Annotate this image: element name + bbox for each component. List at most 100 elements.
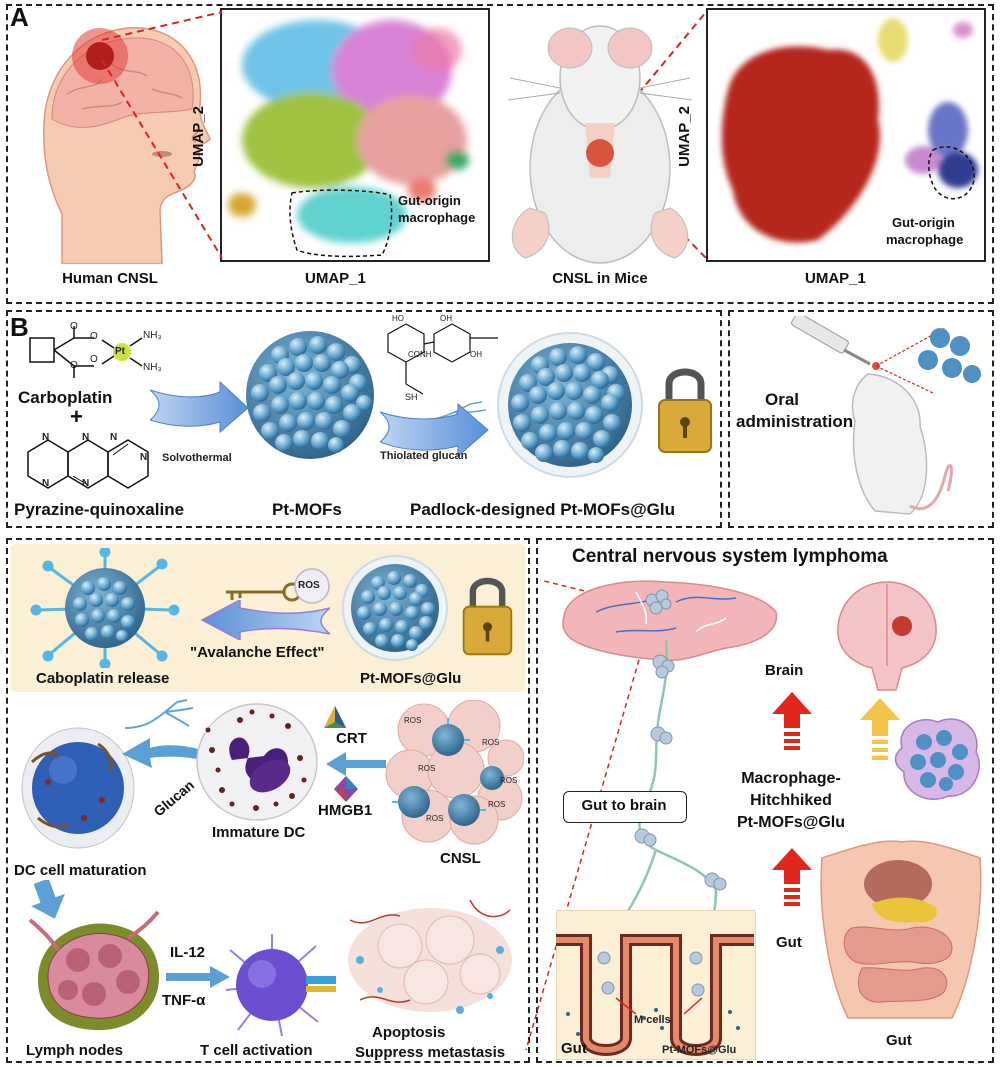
apoptosis-illustration (348, 899, 512, 1014)
gut-bottom-label: Gut (886, 1032, 912, 1049)
pt-mofs-glu-c-label: Pt-MOFs@Glu (360, 670, 462, 687)
carboplatin-o-4: O (90, 354, 98, 365)
cnsl-ros-1: ROS (404, 716, 422, 725)
glucan-oh-2: OH (470, 350, 482, 359)
padlock-icon (658, 368, 712, 453)
lymph-node-illustration (28, 910, 160, 1031)
cnsl-label: CNSL (440, 850, 481, 867)
pt-mof-glu-sphere (497, 332, 643, 478)
macrophage-mof-illustration (894, 718, 981, 801)
panel-c (6, 538, 530, 1063)
padlock-designed-label: Padlock-designed Pt-MOFs@Glu (410, 500, 675, 519)
suppress-metastasis-label: Suppress metastasis (355, 1044, 506, 1061)
mice-cnsl-label: CNSL in Mice (552, 270, 648, 287)
padlock-icon-c (462, 577, 513, 656)
avalanche-arrow-icon (200, 600, 330, 640)
mouse-brain-side-illustration (562, 580, 778, 661)
umap-mouse-gut-line2: macrophage (886, 232, 964, 247)
carboplatin-label: Carboplatin (18, 388, 113, 407)
macro-line1: Macrophage- (741, 770, 841, 787)
glucan-ho-1: HO (392, 314, 404, 323)
glucan-arrow-icon (122, 738, 202, 768)
mature-dc-cell-illustration (21, 727, 135, 849)
tnf-alpha-label: TNF-α (162, 992, 206, 1009)
pyrazine-n-1: N (42, 432, 50, 443)
pyrazine-n-4: N (82, 432, 90, 443)
umap-mouse-y-label: UMAP_2 (675, 106, 693, 167)
cnsl-ros-6: ROS (426, 814, 444, 823)
umap-human-plot (220, 8, 490, 262)
t-cell-illustration (225, 934, 336, 1037)
glucan-oh-1: OH (440, 314, 452, 323)
crt-crystal-icon (324, 706, 346, 728)
thiolated-glucan-structure-icon (387, 323, 498, 395)
panel-b-oral (728, 310, 994, 528)
immature-dc-illustration (196, 703, 318, 821)
mouse-brain-top-illustration (837, 581, 937, 691)
umap-human-gut-line1: Gut-origin (398, 193, 461, 208)
dc-maturation-label: DC cell maturation (14, 862, 147, 879)
carboplatin-o-2: O (90, 331, 98, 342)
panel-b-letter: B (10, 312, 29, 342)
macro-line2: Hitchhiked (750, 792, 832, 809)
gut-right-label: Gut (776, 934, 802, 951)
umap-mouse-gut-line1: Gut-origin (892, 215, 955, 230)
panel-b (6, 310, 722, 528)
cnsl-ros-3: ROS (418, 764, 436, 773)
crt-arrow-icon (326, 752, 386, 776)
caboplatin-release-sphere (30, 548, 180, 668)
gut-to-brain-box (563, 791, 687, 823)
gut-villi-illustration (556, 934, 754, 1056)
carboplatin-o-3: O (70, 360, 78, 371)
carboplatin-nh3-bottom: NH₃ (143, 362, 162, 373)
pyrazine-quinoxaline-structure-icon (27, 439, 149, 489)
umap-human-gut-line2: macrophage (398, 210, 476, 225)
m-cells-label: M cells (634, 1014, 671, 1026)
panel-a (6, 4, 994, 304)
cnsl-ros-4: ROS (500, 776, 518, 785)
cnsl-ros-2: ROS (482, 738, 500, 747)
ros-bubble-label: ROS (298, 580, 320, 591)
immature-dc-label: Immature DC (212, 824, 306, 841)
thiolated-glucan-label: Thiolated glucan (380, 450, 468, 462)
t-cell-activation-label: T cell activation (200, 1042, 313, 1059)
oral-label: Oral (765, 390, 800, 409)
umap-mouse-plot (706, 8, 986, 262)
cnsl-title: Central nervous system lymphoma (572, 546, 888, 567)
villi-ptmofs-label: Pt-MOFs@Glu (662, 1044, 737, 1056)
il12-label: IL-12 (170, 944, 206, 961)
pyrazine-n-2: N (42, 478, 50, 489)
pt-mof-glu-sphere-c (342, 555, 448, 661)
umap-human-x-label: UMAP_1 (305, 270, 366, 287)
carboplatin-pt: Pt (115, 346, 125, 357)
maturation-down-arrow-icon (31, 880, 65, 919)
glucan-strand-c-icon (125, 699, 194, 729)
gut-to-brain-label: Gut to brain (581, 797, 667, 814)
panel-d (536, 538, 994, 1063)
brain-label: Brain (765, 662, 804, 679)
red-up-arrow-gut-icon (772, 848, 812, 906)
villi-gut-label: Gut (561, 1040, 587, 1057)
pt-mof-sphere (246, 331, 374, 459)
lymph-nodes-label: Lymph nodes (26, 1042, 123, 1059)
crt-label: CRT (336, 730, 367, 747)
carboplatin-o-1: O (70, 321, 78, 332)
carboplatin-nh3-top: NH₃ (143, 330, 162, 341)
pyrazine-n-6: N (140, 452, 148, 463)
umap-mouse-x-label: UMAP_1 (805, 270, 866, 287)
glucan-conh: CONH (408, 350, 432, 359)
caboplatin-release-label: Caboplatin release (36, 670, 170, 687)
hmgb1-label: HMGB1 (318, 802, 373, 819)
gut-anatomy-illustration (820, 840, 982, 1019)
ros-bubble-icon (294, 568, 330, 604)
plus-sign: + (70, 404, 83, 429)
macro-line3: Pt-MOFs@Glu (736, 814, 846, 831)
solvothermal-arrow-icon (150, 380, 249, 434)
pt-mofs-label: Pt-MOFs (272, 500, 342, 519)
yellow-up-arrow-icon (860, 698, 900, 760)
panel-a-letter: A (10, 2, 29, 32)
pyrazine-quinoxaline-label: Pyrazine-quinoxaline (14, 500, 185, 519)
gut-brain-trail-illustration (614, 640, 727, 939)
avalanche-effect-label: "Avalanche Effect" (190, 644, 325, 661)
cnsl-ros-5: ROS (488, 800, 506, 809)
